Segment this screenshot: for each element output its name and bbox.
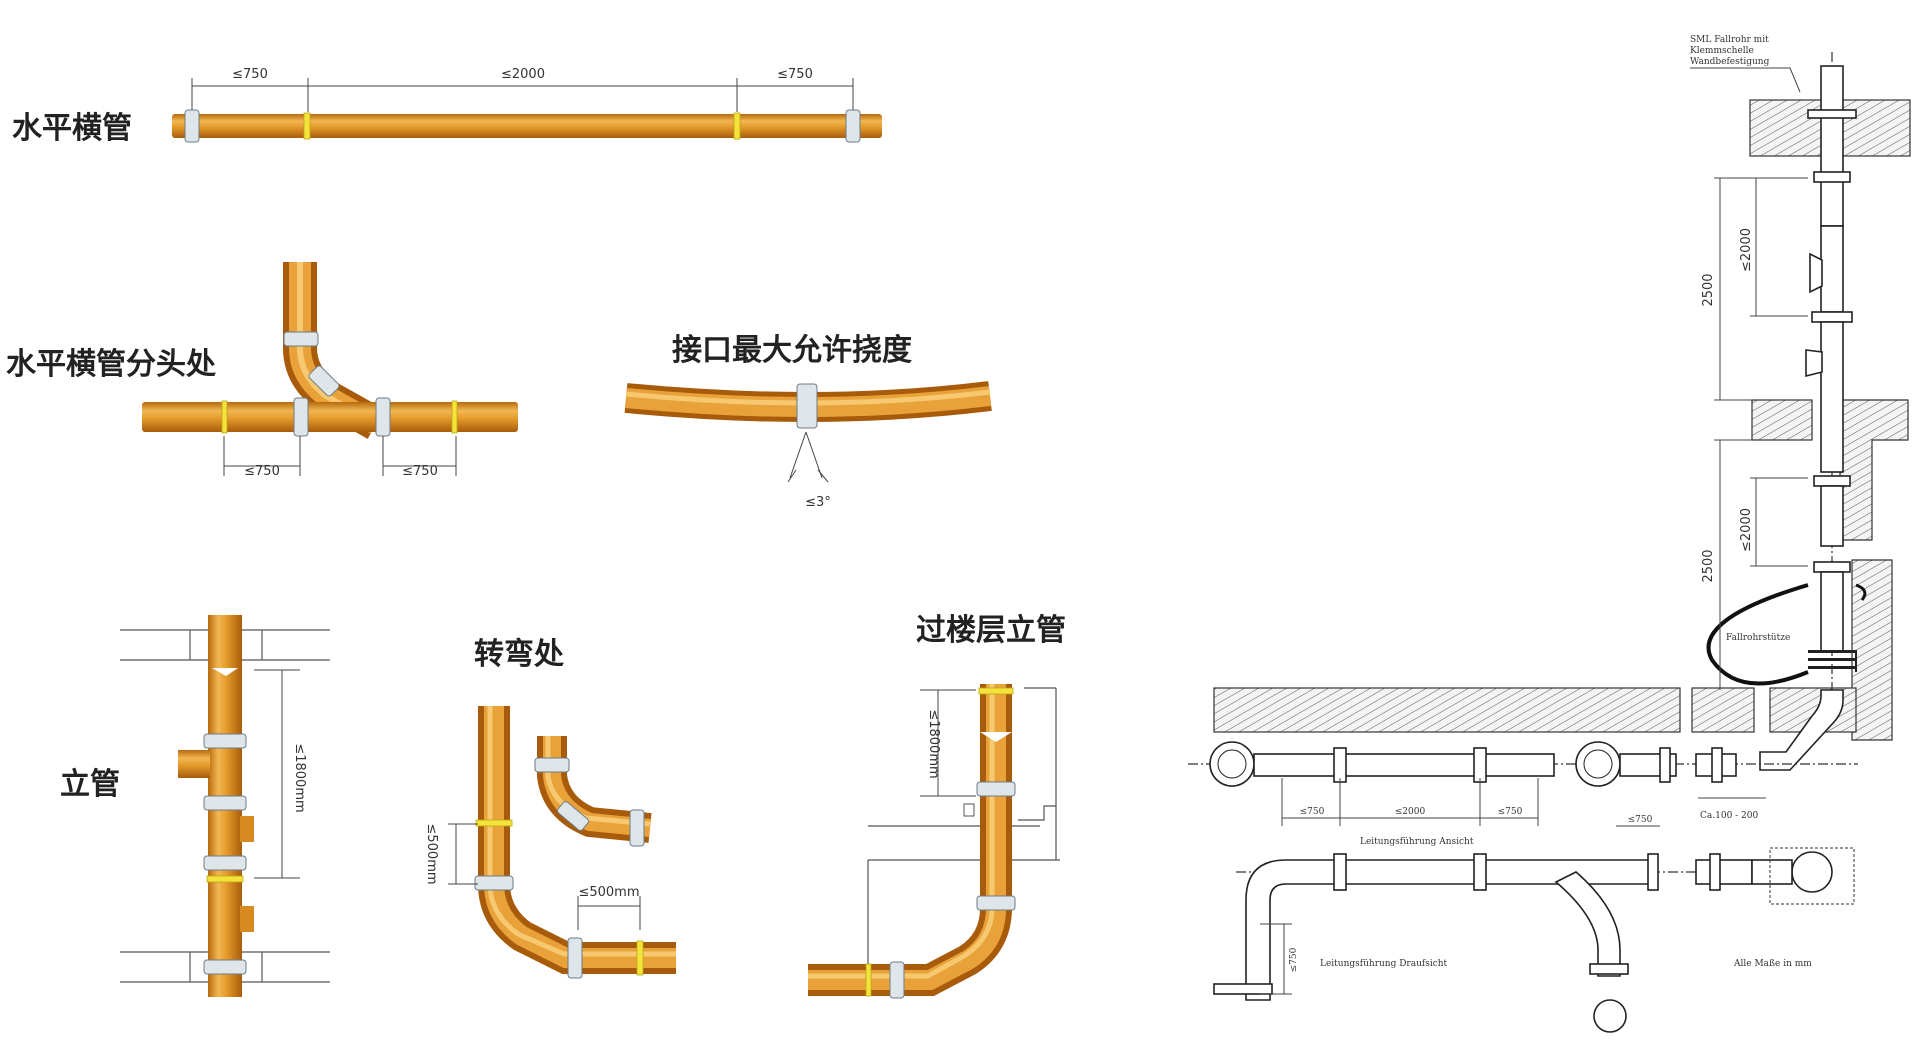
dim-750-b: ≤750 (1498, 807, 1523, 817)
clamp (567, 937, 583, 979)
clamp (203, 855, 247, 871)
coupling (206, 875, 244, 883)
branch-section: 水平横管分头处 ≤750 ≤750 (6, 262, 518, 479)
coupling (636, 940, 644, 976)
floor-slab-long (1213, 687, 1681, 733)
note-top-2: Klemmschelle (1690, 46, 1754, 56)
dim-bend-vertical: ≤500mm (424, 823, 439, 884)
clamp (203, 959, 247, 975)
label-bend: 转弯处 (474, 637, 564, 672)
dim-2000-a: ≤2000 (1739, 228, 1754, 272)
dim-riser-span: ≤1800mm (926, 709, 941, 778)
vertical-pipe-section: 立管 ≤1800mm (60, 615, 330, 997)
horizontal-pipe-section: 水平横管 ≤750 ≤2000 ≤750 (12, 67, 882, 146)
note-top-3: Wandbefestigung (1690, 57, 1770, 67)
pipe-horizontal (172, 114, 882, 138)
clamp (629, 809, 645, 847)
dim-h-left: ≤750 (232, 67, 268, 82)
coupling (221, 400, 228, 434)
clamp (976, 895, 1016, 911)
clamp (534, 757, 570, 773)
clamp (184, 109, 200, 143)
pipe-run-elevation (1253, 753, 1555, 777)
coupling (475, 819, 513, 827)
dim-vertical-span: ≤1800mm (292, 743, 307, 812)
clamp (203, 795, 247, 811)
view-a-caption: Leitungsführung Ansicht (1360, 837, 1474, 847)
floor-slab-left (1751, 399, 1813, 441)
label-floor-riser: 过楼层立管 (916, 613, 1066, 648)
pipe-branch-main (142, 402, 518, 432)
branch-stub (178, 750, 210, 778)
dim-2500-a: 2500 (1701, 273, 1716, 306)
coupling (451, 400, 458, 434)
view-b-caption: Leitungsführung Draufsicht (1320, 959, 1448, 969)
coupling (865, 963, 872, 997)
plan-branch (1554, 871, 1621, 977)
clamp (308, 365, 340, 397)
clamp (293, 397, 309, 437)
clamp (976, 781, 1016, 797)
fall-support-loop (1706, 583, 1809, 686)
pipe-floor-riser (808, 684, 1012, 996)
dim-bend-horizontal: ≤500mm (578, 885, 639, 900)
dim-750-vertical: ≤750 (1289, 947, 1299, 972)
label-joint-deflection: 接口最大允许挠度 (672, 333, 912, 368)
technical-drawing: SML Fallrohr mit Klemmschelle Wandbefest… (1188, 35, 1911, 1033)
floor-riser-section: 过楼层立管 ≤1800mm (808, 613, 1066, 999)
dim-2000-c: ≤2000 (1395, 807, 1426, 817)
clamp (556, 801, 590, 831)
stack-offset-bend (1759, 689, 1844, 771)
coupling (733, 112, 741, 140)
dim-750-c: ≤750 (1628, 815, 1653, 825)
dim-2000-b: ≤2000 (1739, 508, 1754, 552)
coupling (303, 112, 311, 140)
joint-deflection-section: 接口最大允许挠度 ≤3° (624, 333, 992, 510)
clamp (283, 331, 319, 347)
angle-marker (789, 431, 823, 479)
pipe-section-circle (1209, 741, 1255, 787)
clamp (845, 109, 861, 143)
note-units: Alle Maße in mm (1733, 959, 1812, 969)
clamp (375, 397, 391, 437)
coupling (978, 687, 1014, 695)
dim-h-middle: ≤2000 (501, 67, 545, 82)
label-vertical-pipe: 立管 (60, 767, 120, 802)
joint-clamp (796, 383, 818, 429)
note-top-1: SML Fallrohr mit (1690, 35, 1769, 45)
dim-2500-b: 2500 (1701, 549, 1716, 582)
stack-pipe-top (1820, 65, 1844, 227)
dim-deflection-angle: ≤3° (805, 495, 831, 510)
label-horizontal-pipe: 水平横管 (12, 111, 132, 146)
dim-h-right: ≤750 (777, 67, 813, 82)
bend-section: 转弯处 ≤500mm ≤500mm (424, 637, 676, 979)
dim-ca: Ca.100 - 200 (1700, 811, 1759, 821)
clamp (203, 733, 247, 749)
wall-right-lower (1851, 559, 1893, 741)
label-branch: 水平横管分头处 (6, 347, 216, 382)
clamp (474, 875, 514, 891)
dim-750-a: ≤750 (1300, 807, 1325, 817)
dim-branch-left: ≤750 (244, 464, 280, 479)
note-fall-support: Fallrohrstütze (1726, 633, 1790, 643)
pipe-run-plan (1245, 859, 1651, 1001)
dim-branch-right: ≤750 (402, 464, 438, 479)
clamp (889, 961, 905, 999)
wall-right-upper (1839, 399, 1909, 541)
